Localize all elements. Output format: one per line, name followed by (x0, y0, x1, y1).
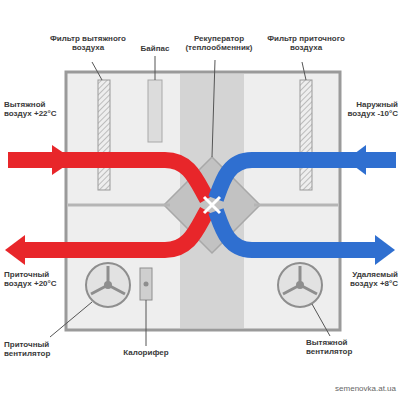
arrow-head (52, 145, 74, 175)
leader-line (92, 62, 102, 80)
leader-line (155, 56, 156, 80)
discharge-air-stream (216, 211, 376, 250)
air-label: Вытяжной воздух +22°C (4, 100, 62, 118)
exhaust-filter (98, 80, 110, 190)
divider-wall (68, 204, 170, 207)
fan-housing (86, 263, 130, 307)
heater-terminal (144, 282, 149, 287)
arrow-head (375, 235, 395, 265)
leader-line (146, 300, 147, 346)
leader-line (302, 62, 306, 80)
leader-line (212, 60, 215, 157)
watermark: semenovka.at.ua (300, 384, 396, 393)
fan-hub (104, 281, 112, 289)
air-label: Приточный воздух +20°C (4, 270, 62, 288)
leader-line (312, 304, 330, 336)
leader-lines (50, 56, 330, 346)
supply-filter (300, 80, 312, 190)
exhaust-fan (278, 263, 322, 307)
outdoor-air-stream (216, 160, 396, 199)
filter-label: Фильтр вытяжного воздуха (48, 34, 128, 52)
divider-wall (254, 204, 338, 207)
fan-blades (91, 266, 125, 294)
cross-mark (204, 197, 220, 213)
recuperator-label: Рекуператор (теплообменник) (184, 34, 254, 52)
heater (140, 268, 152, 300)
arrow-head (346, 145, 366, 175)
bypass (148, 80, 162, 142)
supply-air-stream (24, 211, 207, 250)
bypass-label: Байпас (130, 44, 180, 53)
fan-label: Приточный вентилятор (4, 340, 74, 358)
fan-blades (283, 266, 317, 294)
fan-hub (296, 281, 304, 289)
heater-label: Калорифер (116, 348, 176, 357)
supply-fan (86, 263, 130, 307)
filter-label: Фильтр приточного воздуха (266, 34, 346, 52)
arrow-head (5, 235, 25, 265)
leader-line (50, 302, 92, 337)
air-label: Наружный воздух -10°C (344, 100, 398, 118)
air-label: Удаляемый воздух +8°C (344, 270, 398, 288)
fan-label: Вытяжной вентилятор (306, 338, 386, 356)
exhaust-air-stream (8, 160, 207, 199)
fan-housing (278, 263, 322, 307)
